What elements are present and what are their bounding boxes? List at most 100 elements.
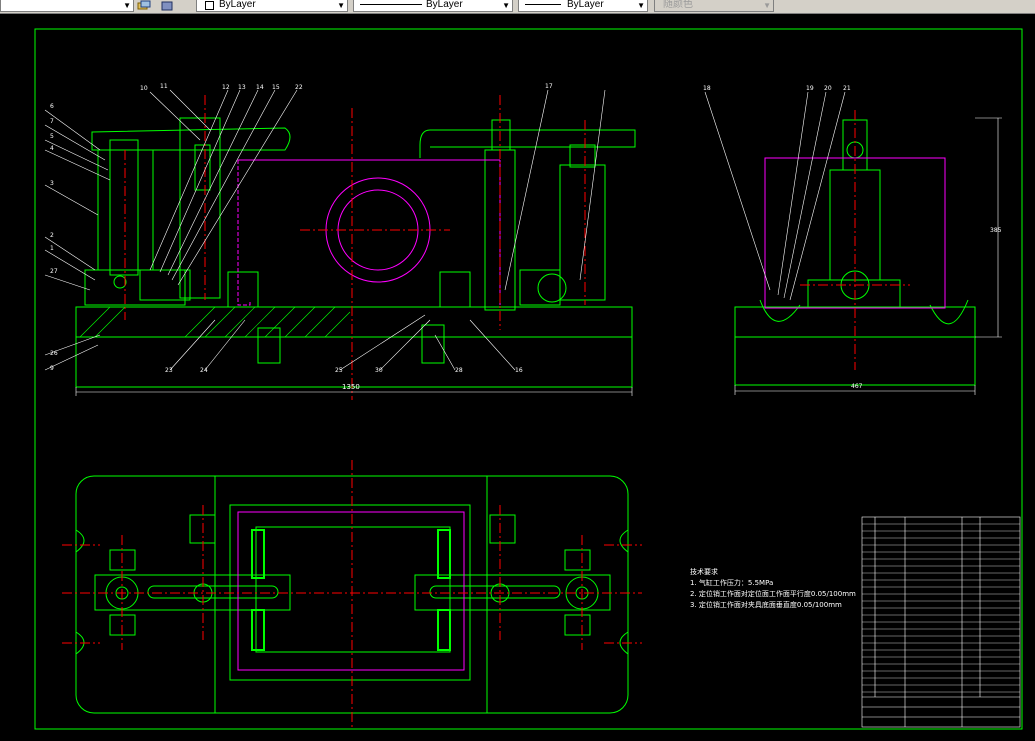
color-swatch: [205, 1, 214, 10]
right-clamp-lower: [564, 614, 591, 636]
support-block: [439, 271, 471, 308]
color-dropdown[interactable]: ByLayer ▼: [196, 0, 348, 12]
tech-requirement-1: 1. 气缸工作压力：5.5MPa: [690, 579, 774, 587]
properties-toolbar: ▼ ByLayer ▼ ByLayer ▼ ByLayer ▼ 随颜色 ▼: [0, 0, 1035, 14]
drawing-canvas[interactable]: 1350 467 385: [0, 13, 1035, 741]
callout-label: 15: [272, 84, 280, 91]
callout-label: 19: [806, 85, 814, 92]
callout-label: 27: [50, 268, 58, 275]
layer-previous-icon[interactable]: [137, 0, 151, 12]
right-clamp-upper: [564, 549, 591, 571]
side-centerlines: [800, 110, 910, 370]
callout-label: 21: [843, 85, 851, 92]
callout-label: 28: [455, 367, 463, 374]
callout-label: 16: [515, 367, 523, 374]
top-centerlines: [62, 460, 642, 728]
callout-label: 14: [256, 84, 264, 91]
top-workpiece: [237, 511, 465, 671]
column-bolt: [194, 144, 211, 191]
left-notch-top: [75, 529, 85, 553]
callout-label: 9: [50, 365, 54, 372]
callout-label: 25: [335, 367, 343, 374]
side-leaders: [704, 91, 1002, 395]
front-leaders: [44, 89, 606, 371]
plotstyle-dropdown[interactable]: 随颜色 ▼: [654, 0, 774, 12]
callout-label: 24: [200, 367, 208, 374]
left-slot: [147, 585, 279, 599]
center-column: [179, 117, 221, 299]
right-notch-bottom: [619, 631, 629, 655]
callout-label: 7: [50, 118, 54, 125]
left-cylinder: [84, 269, 186, 306]
top-hatched-rails: [251, 529, 451, 651]
callout-label: 20: [824, 85, 832, 92]
side-right-jaw: [929, 299, 969, 325]
tech-requirement-3: 3. 定位销工作面对夹具底面垂直度0.05/100mm: [690, 601, 842, 609]
clamp-lever: [91, 127, 291, 151]
lineweight-dropdown[interactable]: ByLayer ▼: [518, 0, 648, 12]
callout-label: 12: [222, 84, 230, 91]
right-cylinder-cap: [569, 144, 596, 168]
pocket-1: [257, 327, 281, 364]
callout-label: 17: [545, 83, 553, 90]
layer-states-icon[interactable]: [160, 0, 174, 12]
side-width-label: 467: [851, 383, 863, 390]
chevron-down-icon[interactable]: ▼: [763, 1, 771, 10]
callout-label: 4: [50, 145, 54, 152]
callout-label: 10: [140, 85, 148, 92]
title-block-rows: [862, 523, 1020, 693]
callout-label: 26: [50, 350, 58, 357]
callout-label: 11: [160, 83, 168, 90]
right-cylinder-2: [559, 164, 606, 301]
linetype-value: ByLayer: [426, 0, 463, 10]
callout-label: 13: [238, 84, 246, 91]
chevron-down-icon[interactable]: ▼: [502, 1, 510, 10]
base-plate: [75, 306, 633, 338]
tech-requirement-2: 2. 定位销工作面对定位面工作面平行度0.05/100mm: [690, 590, 856, 598]
callout-label: 2: [50, 232, 54, 239]
tech-requirements: 技术要求 1. 气缸工作压力：5.5MPa 2. 定位销工作面对定位面工作面平行…: [690, 567, 856, 611]
plotstyle-value: 随颜色: [663, 0, 693, 10]
side-column-top: [842, 119, 868, 171]
workpiece-outline: [237, 159, 501, 306]
side-left-jaw: [759, 299, 801, 322]
lineweight-value: ByLayer: [567, 0, 604, 10]
overall-dimension: [75, 387, 633, 396]
front-view: [75, 117, 636, 388]
chevron-down-icon[interactable]: ▼: [337, 1, 345, 10]
cylinder-circle: [113, 275, 127, 289]
chevron-down-icon[interactable]: ▼: [637, 1, 645, 10]
callout-label: 23: [165, 367, 173, 374]
base-bottom: [75, 336, 633, 388]
drawing-frame: [34, 28, 1023, 730]
side-height-label: 385: [990, 227, 1002, 234]
callout-label: 6: [50, 103, 54, 110]
right-lever: [419, 129, 636, 158]
lineweight-sample: [525, 4, 561, 5]
callout-label: 5: [50, 133, 54, 140]
side-base-bottom: [734, 336, 976, 386]
callout-label: 22: [295, 84, 303, 91]
overall-length-label: 1350: [342, 383, 360, 391]
base-hatch: [79, 306, 351, 338]
chevron-down-icon[interactable]: ▼: [123, 1, 131, 10]
right-cylinder-rod: [491, 119, 511, 151]
color-value: ByLayer: [219, 0, 256, 10]
left-post-inner: [109, 139, 139, 276]
callout-label: 30: [375, 367, 383, 374]
right-top-bracket: [489, 514, 516, 544]
linetype-dropdown[interactable]: ByLayer ▼: [353, 0, 513, 12]
side-block: [807, 279, 901, 308]
callout-label: 1: [50, 245, 54, 252]
callout-label: 18: [703, 85, 711, 92]
small-cylinder: [139, 269, 191, 301]
top-frame-inner: [255, 526, 451, 653]
motor-block: [519, 269, 561, 306]
layer-dropdown[interactable]: ▼: [0, 0, 134, 12]
linetype-sample: [360, 4, 422, 5]
callout-label: 3: [50, 180, 54, 187]
right-notch-top: [619, 529, 629, 553]
motor-circle: [537, 273, 567, 303]
support-block-left: [227, 271, 259, 308]
front-centerlines: [124, 95, 586, 400]
